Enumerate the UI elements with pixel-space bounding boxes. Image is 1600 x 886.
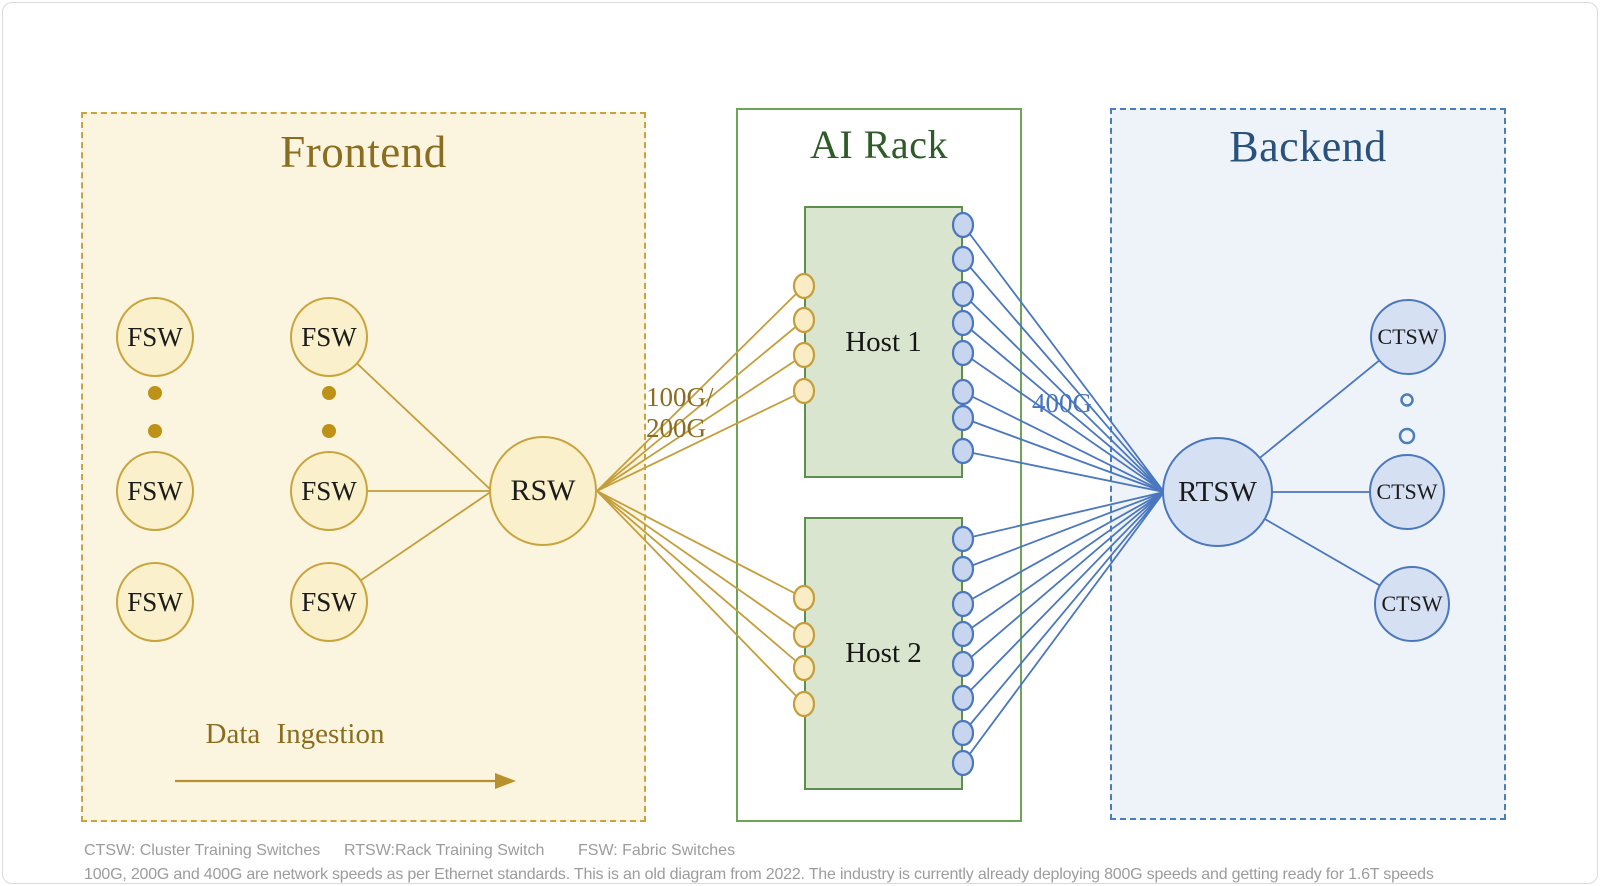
fsw-node: FSW bbox=[290, 562, 368, 642]
legend-note: 100G, 200G and 400G are network speeds a… bbox=[84, 866, 1434, 883]
ctsw-node: CTSW bbox=[1370, 299, 1446, 375]
rtsw-node: RTSW bbox=[1162, 437, 1273, 547]
backend-title: Backend bbox=[1229, 122, 1387, 171]
ctsw-node: CTSW bbox=[1374, 566, 1450, 642]
ai-rack-title: AI Rack bbox=[810, 122, 948, 167]
host1-label: Host 1 bbox=[845, 325, 922, 358]
host2-label: Host 2 bbox=[845, 637, 922, 669]
fsw-node: FSW bbox=[290, 297, 368, 377]
fsw-node: FSW bbox=[116, 451, 194, 531]
ctsw-node: CTSW bbox=[1369, 454, 1445, 530]
rsw-node: RSW bbox=[489, 436, 597, 546]
host2-box: Host 2 bbox=[804, 517, 963, 790]
link-speed-label-frontend: 100G/ 200G bbox=[646, 382, 714, 443]
fsw-node: FSW bbox=[116, 562, 194, 642]
host1-box: Host 1 bbox=[804, 206, 963, 478]
frontend-title: Frontend bbox=[280, 127, 447, 177]
data-ingestion-label: Data Ingestion bbox=[205, 718, 385, 750]
link-speed-label-backend: 400G bbox=[1032, 388, 1092, 418]
legend-rtsw: RTSW:Rack Training Switch bbox=[344, 842, 545, 859]
legend-fsw: FSW: Fabric Switches bbox=[578, 842, 736, 859]
fsw-node: FSW bbox=[290, 451, 368, 531]
fsw-node: FSW bbox=[116, 297, 194, 377]
legend-ctsw: CTSW: Cluster Training Switches bbox=[84, 842, 321, 859]
